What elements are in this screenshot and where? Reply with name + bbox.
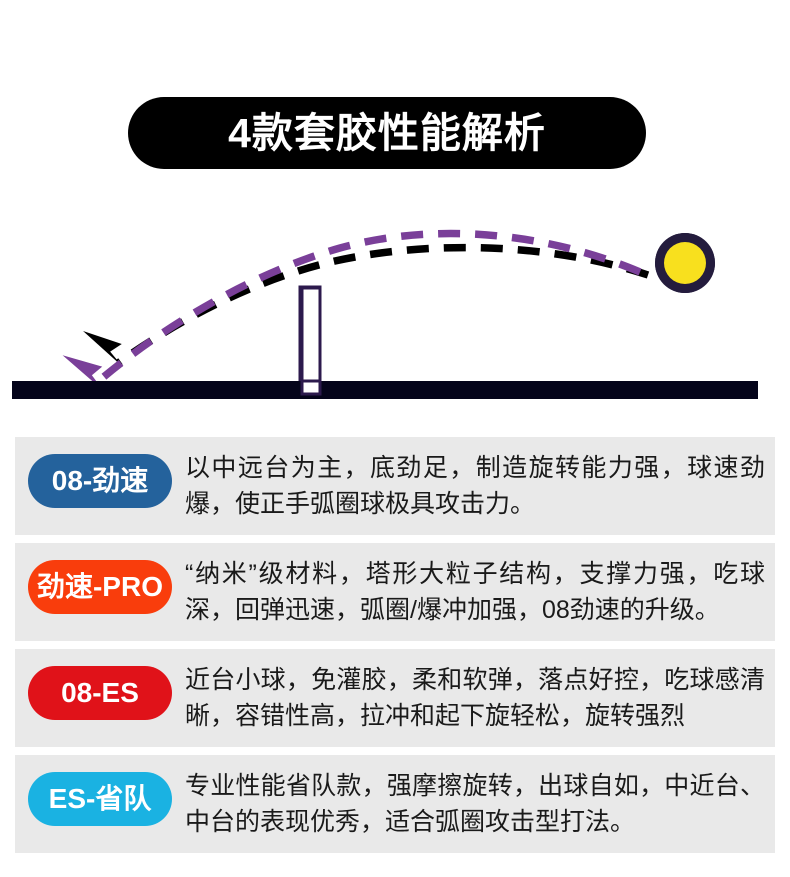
feature-row: 08-ES 近台小球，免灌胶，柔和软弹，落点好控，吃球感清晰，容错性高，拉冲和起… — [15, 649, 775, 747]
trajectory-purple-arc — [97, 229, 642, 383]
feature-list: 08-劲速 以中远台为主，底劲足，制造旋转能力强，球速劲爆，使正手弧圈球极具攻击… — [15, 437, 775, 861]
trajectory-illustration — [0, 190, 790, 415]
feature-description: 专业性能省队款，强摩擦旋转，出球自如，中近台、中台的表现优秀，适合弧圈攻击型打法… — [185, 772, 765, 836]
product-badge-08-jinsu[interactable]: 08-劲速 — [28, 454, 172, 508]
table-surface-front — [12, 381, 758, 399]
product-badge-08-es[interactable]: 08-ES — [28, 666, 172, 720]
feature-row: ES-省队 专业性能省队款，强摩擦旋转，出球自如，中近台、中台的表现优秀，适合弧… — [15, 755, 775, 853]
ball-core-front — [664, 242, 706, 284]
product-badge-es-shengdui[interactable]: ES-省队 — [28, 772, 172, 826]
trajectory-black-arc — [115, 243, 650, 367]
feature-row: 08-劲速 以中远台为主，底劲足，制造旋转能力强，球速劲爆，使正手弧圈球极具攻击… — [15, 437, 775, 535]
feature-description: 近台小球，免灌胶，柔和软弹，落点好控，吃球感清晰，容错性高，拉冲和起下旋轻松，旋… — [185, 666, 765, 730]
net-front — [300, 286, 322, 394]
badge-container: ES-省队 — [15, 768, 185, 826]
badge-container: 劲速-PRO — [15, 556, 185, 614]
title-area: 4款套胶性能解析 — [0, 0, 790, 190]
product-badge-jinsu-pro[interactable]: 劲速-PRO — [28, 560, 172, 614]
feature-description: “纳米”级材料，塔形大粒子结构，支撑力强，吃球深，回弹迅速，弧圈/爆冲加强，08… — [185, 560, 765, 624]
page-title-pill: 4款套胶性能解析 — [128, 97, 646, 169]
badge-container: 08-劲速 — [15, 450, 185, 508]
net-base — [300, 379, 322, 396]
feature-description: 以中远台为主，底劲足，制造旋转能力强，球速劲爆，使正手弧圈球极具攻击力。 — [185, 454, 765, 518]
feature-row: 劲速-PRO “纳米”级材料，塔形大粒子结构，支撑力强，吃球深，回弹迅速，弧圈/… — [15, 543, 775, 641]
page-title: 4款套胶性能解析 — [228, 109, 546, 156]
badge-container: 08-ES — [15, 662, 185, 720]
